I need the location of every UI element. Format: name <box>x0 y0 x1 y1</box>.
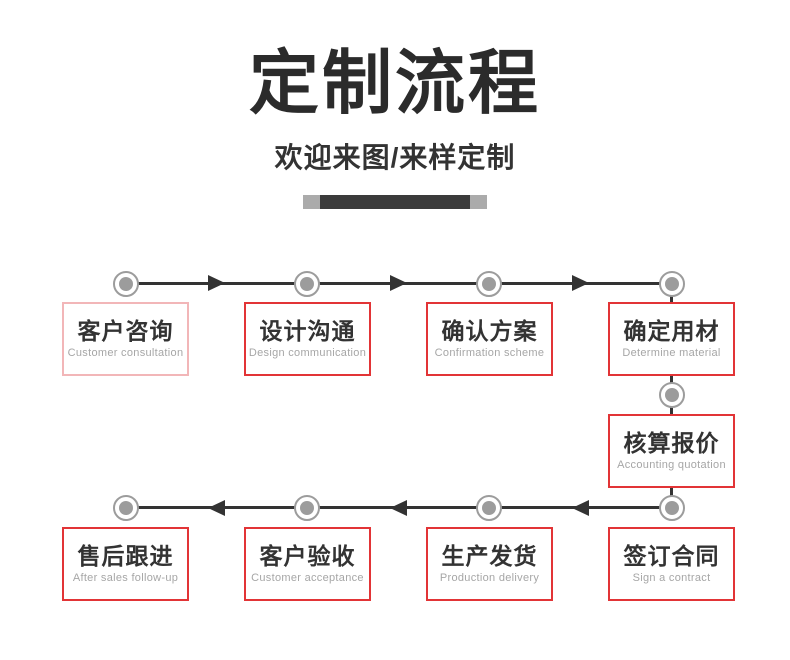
step-title: 签订合同 <box>623 543 720 569</box>
step-box-confirmation-scheme: 确认方案 Confirmation scheme <box>426 302 553 376</box>
node-circle-icon <box>476 495 502 521</box>
arrow-left-icon <box>572 500 589 516</box>
node-circle-icon <box>659 382 685 408</box>
arrow-right-icon <box>208 275 225 291</box>
step-subtitle: Determine material <box>622 347 721 359</box>
step-box-accounting-quotation: 核算报价 Accounting quotation <box>608 414 735 488</box>
page-title: 定制流程 <box>249 44 541 122</box>
step-subtitle: Production delivery <box>439 572 540 584</box>
step-box-production-delivery: 生产发货 Production delivery <box>426 527 553 601</box>
step-subtitle: Customer acceptance <box>251 572 364 584</box>
node-circle-icon <box>659 271 685 297</box>
node-circle-icon <box>476 271 502 297</box>
step-subtitle: After sales follow-up <box>72 572 179 584</box>
step-box-sign-a-contract: 签订合同 Sign a contract <box>608 527 735 601</box>
step-title: 生产发货 <box>441 543 538 569</box>
divider-bar <box>0 195 790 209</box>
divider-cap-left <box>303 195 320 209</box>
step-title: 客户验收 <box>259 543 356 569</box>
step-title: 设计沟通 <box>259 318 356 344</box>
step-title: 客户咨询 <box>77 318 174 344</box>
step-title: 确定用材 <box>623 318 720 344</box>
step-subtitle: Confirmation scheme <box>434 347 545 359</box>
step-title: 核算报价 <box>623 430 720 456</box>
step-subtitle: Sign a contract <box>632 572 711 584</box>
step-subtitle: Accounting quotation <box>617 459 726 471</box>
step-title: 售后跟进 <box>77 543 174 569</box>
node-circle-icon <box>113 495 139 521</box>
page-subtitle: 欢迎来图/来样定制 <box>274 142 516 173</box>
arrow-left-icon <box>208 500 225 516</box>
step-box-determine-material: 确定用材 Determine material <box>608 302 735 376</box>
node-circle-icon <box>294 271 320 297</box>
divider-cap-right <box>470 195 487 209</box>
arrow-left-icon <box>390 500 407 516</box>
step-box-design-communication: 设计沟通 Design communication <box>244 302 371 376</box>
node-circle-icon <box>659 495 685 521</box>
arrow-right-icon <box>390 275 407 291</box>
step-subtitle: Design communication <box>248 347 367 359</box>
node-circle-icon <box>113 271 139 297</box>
step-box-customer-acceptance: 客户验收 Customer acceptance <box>244 527 371 601</box>
divider-bar-center <box>320 195 470 209</box>
arrow-right-icon <box>572 275 589 291</box>
step-title: 确认方案 <box>441 318 538 344</box>
step-box-after-sales-follow-up: 售后跟进 After sales follow-up <box>62 527 189 601</box>
node-circle-icon <box>294 495 320 521</box>
step-box-customer-consultation: 客户咨询 Customer consultation <box>62 302 189 376</box>
step-subtitle: Customer consultation <box>67 347 184 359</box>
